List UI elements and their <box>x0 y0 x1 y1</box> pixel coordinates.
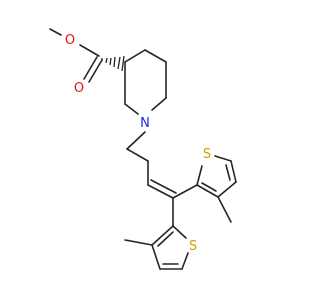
bond-ch-c-double-b <box>150 179 177 194</box>
bond-n-ch2 <box>126 131 146 150</box>
bond-c3-c2-lower-a <box>151 225 174 246</box>
bond-c3-c4 <box>124 49 146 63</box>
molecule-structure: O O N S S <box>49 28 237 270</box>
bond-carbonyl-o-double-a <box>83 56 98 80</box>
bond-ch2-ch2 <box>126 148 149 162</box>
bond-s-c5-lower <box>181 252 189 270</box>
bond-c4-c3-lower <box>151 244 161 270</box>
bond-c3-methyl <box>217 196 232 223</box>
bond-o-carbonyl <box>79 44 100 57</box>
bond-thio2-c2-s <box>172 225 187 239</box>
bond-c3-c2-a <box>196 184 219 198</box>
sulfur-label-lower: S <box>189 239 197 254</box>
bond-c6-n <box>151 97 167 111</box>
butenyl-chain <box>126 131 177 199</box>
ester-oxygen-label: O <box>65 33 75 48</box>
methyl-ester-group <box>49 28 103 83</box>
bond-methyl-o <box>49 28 62 36</box>
bond-c5-c4-a <box>230 160 237 183</box>
carbonyl-oxygen-label: O <box>74 81 84 96</box>
bond-c5-c4-b <box>225 164 231 181</box>
bond-c3-c2-b <box>201 182 217 192</box>
bond-c3-c2-lower-b <box>157 231 174 247</box>
bond-carbonyl-o-double-b <box>88 59 103 83</box>
bond-n-c2 <box>124 103 139 115</box>
bond-c4-c3 <box>217 181 237 198</box>
piperidine-ring <box>124 49 167 115</box>
bond-ch-c-double-a <box>147 184 174 199</box>
stereo-hash-bond <box>101 55 125 72</box>
bond-s-c5 <box>214 155 232 162</box>
nitrogen-label: N <box>140 116 150 131</box>
bond-c4-c5 <box>144 49 167 63</box>
bond-c-thio1 <box>172 184 198 199</box>
molecule-canvas: O O N S S <box>49 28 237 270</box>
sulfur-label-upper: S <box>203 147 211 162</box>
thiophene-ring-lower <box>124 197 189 270</box>
bond-thio1-c2-s <box>196 165 203 186</box>
bond-c3-methyl-lower <box>124 239 153 246</box>
thiophene-ring-upper <box>172 155 237 223</box>
